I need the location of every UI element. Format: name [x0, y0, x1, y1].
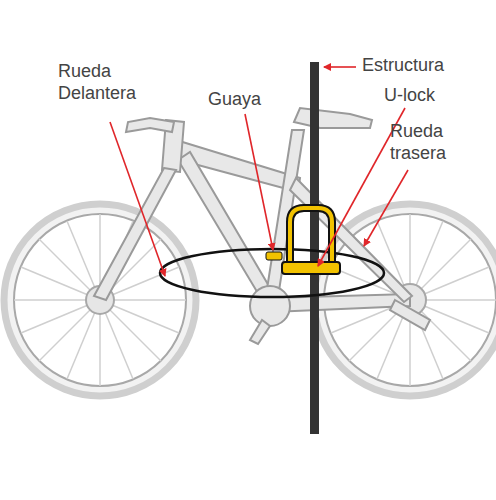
pole	[310, 62, 319, 434]
cable	[160, 249, 384, 297]
part-label: Estructura	[362, 54, 492, 76]
u-lock	[266, 208, 340, 274]
part-label: Rueda Delantera	[58, 60, 158, 104]
part-label: Rueda trasera	[390, 120, 470, 164]
leader-lines	[110, 67, 408, 276]
bicycle	[4, 108, 496, 396]
part-label: U-lock	[384, 84, 484, 106]
part-label: Guaya	[208, 88, 298, 110]
